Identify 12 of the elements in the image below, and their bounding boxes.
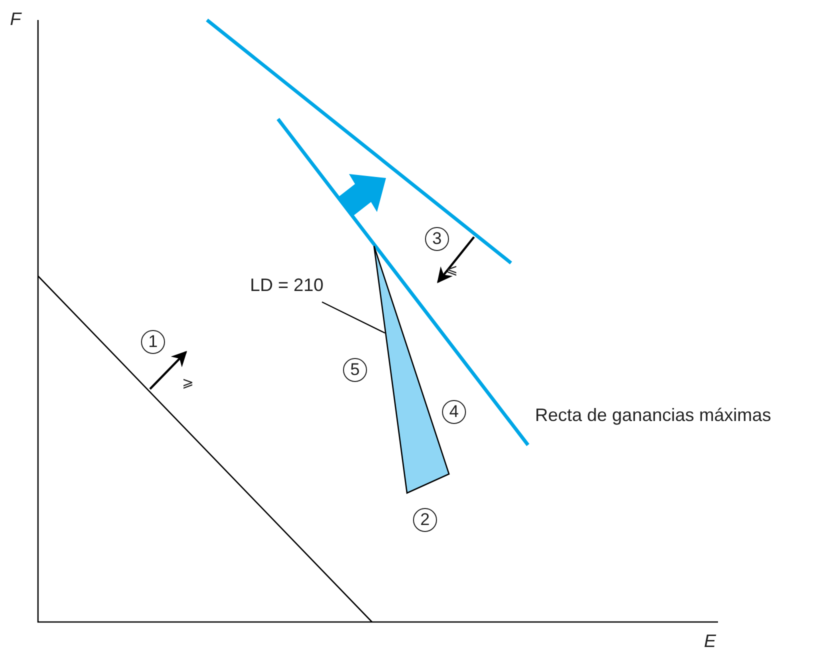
callout-number: 2 <box>413 508 437 532</box>
axis-label: F <box>10 10 21 28</box>
inequality-sign: ⩾ <box>182 375 194 389</box>
inequality-sign: ⩽ <box>446 262 458 276</box>
value-label: LD = 210 <box>250 276 324 294</box>
curve-label: Recta de ganancias máximas <box>535 406 772 424</box>
callout-number: 3 <box>425 227 449 251</box>
callout-number: 4 <box>442 400 466 424</box>
axis-label: E <box>704 632 716 650</box>
callout-number: 5 <box>343 358 367 382</box>
leader-line <box>322 301 386 334</box>
callout-number: 1 <box>141 330 165 354</box>
